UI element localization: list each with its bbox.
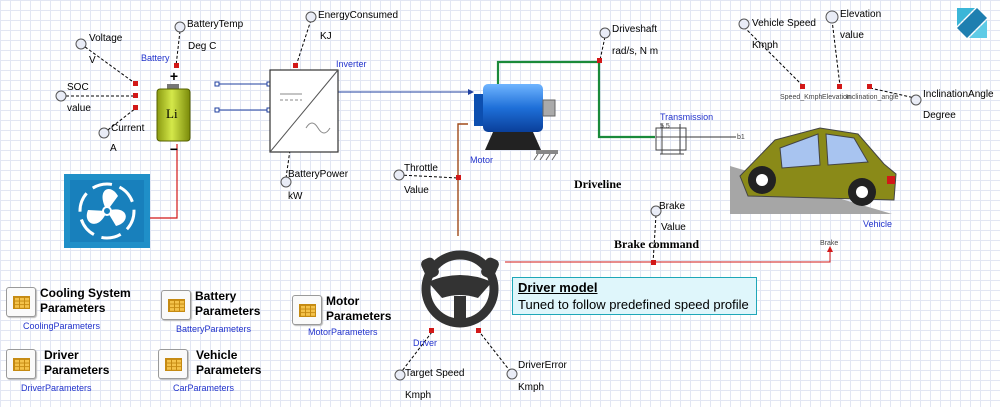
driveline-annotation: Driveline (574, 177, 622, 191)
driver-error-label: DriverError (518, 360, 567, 371)
driver-component-label: Driver (413, 338, 437, 348)
parameter-name: DriverParameters (21, 383, 92, 393)
energy-unit: KJ (320, 31, 332, 42)
parameter-title: Motor Parameters (326, 294, 392, 323)
soc-unit: value (67, 103, 91, 114)
speed-port-label: Speed_Kmph (780, 94, 823, 101)
steering-wheel-icon (421, 250, 499, 328)
table-icon (292, 295, 322, 325)
batterypower-label: BatteryPower (288, 169, 349, 180)
voltage-label: Voltage (89, 33, 123, 44)
throttle-sensor-icon (393, 169, 405, 181)
voltage-unit: V (89, 55, 96, 66)
batterypower-unit: kW (288, 191, 303, 202)
soc-label: SOC (67, 82, 89, 93)
driveshaft-label: Driveshaft (612, 24, 658, 35)
vehicle-speed-sensor-icon (738, 18, 750, 30)
parameter-name: CarParameters (173, 383, 235, 393)
target-speed-label: Target Speed (405, 368, 465, 379)
motor-icon (474, 84, 558, 161)
parameter-name: MotorParameters (308, 327, 378, 337)
elevation-unit: value (840, 30, 864, 41)
energy-sensor-icon (305, 11, 317, 23)
throttle-unit: Value (404, 185, 429, 196)
svg-text:+: + (170, 68, 178, 84)
driver-error-unit: Kmph (518, 382, 545, 393)
battery-component-label: Battery (141, 53, 170, 63)
inverter-component-label: Inverter (336, 59, 367, 69)
driver-model-title: Driver model (518, 280, 598, 295)
vehicle-brake-port-label: Brake (820, 240, 839, 247)
battery-cell-text: Li (166, 106, 178, 121)
batterypower-sensor-icon (280, 176, 292, 188)
driver-model-note: Driver model Tuned to follow predefined … (512, 277, 757, 315)
current-unit: A (110, 143, 117, 154)
vehicle-speed-label: Vehicle Speed (752, 18, 816, 29)
target-speed-sensor-icon (394, 369, 406, 381)
inclination-port-label: Inclination_angle (846, 94, 899, 101)
gearbox-icon (655, 124, 690, 155)
parameter-name: CoolingParameters (23, 321, 101, 331)
brake-sensor-icon (650, 205, 662, 217)
driveshaft-sensor-icon (599, 27, 611, 39)
transmission-component-label: Transmission (660, 112, 714, 122)
elevation-label: Elevation (840, 9, 882, 20)
inclination-unit: Degree (923, 110, 956, 121)
svg-text:−: − (170, 141, 178, 157)
table-icon (161, 290, 191, 320)
voltage-sensor-icon (75, 38, 87, 50)
brand-logo-icon (957, 8, 987, 38)
table-icon (158, 349, 188, 379)
table-icon (6, 287, 36, 317)
elevation-port-label: Elevation (822, 94, 851, 101)
inverter-icon (269, 69, 339, 153)
brake-command-annotation: Brake command (614, 237, 699, 251)
parameter-title: Battery Parameters (195, 289, 261, 318)
energy-label: EnergyConsumed (318, 10, 399, 21)
parameter-name: BatteryParameters (176, 324, 252, 334)
vehicle-component-label: Vehicle (863, 219, 893, 229)
inclination-sensor-icon (910, 94, 922, 106)
motor-component-label: Motor (470, 155, 494, 165)
current-sensor-icon (98, 127, 110, 139)
throttle-label: Throttle (404, 163, 438, 174)
parameter-title: Vehicle Parameters (196, 348, 262, 377)
target-speed-unit: Kmph (405, 390, 432, 401)
driver-error-sensor-icon (506, 368, 518, 380)
soc-sensor-icon (55, 90, 67, 102)
driveshaft-unit: rad/s, N m (612, 46, 659, 57)
transmission-ratio-label: 5.5 (660, 123, 670, 130)
driver-model-subtitle: Tuned to follow predefined speed profile (518, 297, 749, 312)
batterytemp-sensor-icon (174, 21, 186, 33)
batterytemp-unit: Deg C (188, 41, 217, 52)
inclination-label: InclinationAngle (923, 89, 994, 100)
fan-icon (64, 174, 150, 248)
shaft-port-label: b1 (737, 134, 745, 141)
brake-unit: Value (661, 222, 686, 233)
current-label: Current (111, 123, 145, 134)
table-icon (6, 349, 36, 379)
battery-icon: + − (156, 68, 191, 157)
vehicle-speed-unit: Kmph (752, 40, 779, 51)
brake-label: Brake (659, 201, 686, 212)
batterytemp-label: BatteryTemp (187, 19, 244, 30)
parameter-title: Cooling System Parameters (40, 286, 131, 315)
car-icon (730, 127, 897, 214)
elevation-sensor-icon (825, 10, 839, 24)
parameter-title: Driver Parameters (44, 348, 110, 377)
